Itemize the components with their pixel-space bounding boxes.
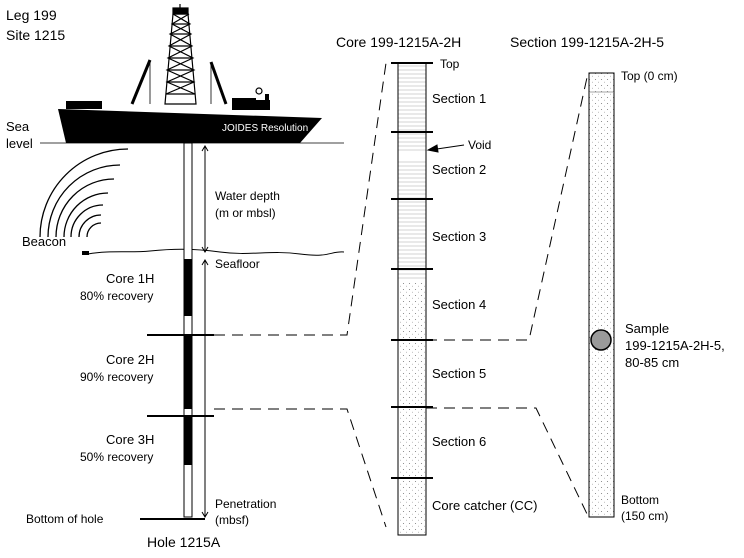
acoustic-signal — [39, 148, 129, 238]
core-3h-label: Core 3H — [106, 432, 154, 447]
water-depth-arrow — [201, 145, 209, 253]
drill-ship: JOIDES Resolution — [58, 4, 322, 143]
core-2h-recovered — [184, 335, 192, 409]
leg-label: Leg 199 — [6, 7, 57, 23]
seafloor-line — [87, 248, 345, 256]
section-1-label: Section 1 — [432, 91, 486, 106]
seafloor-label: Seafloor — [215, 257, 260, 271]
section-bottom-depth: (150 cm) — [621, 509, 668, 523]
core-column — [391, 62, 433, 536]
section-2-label: Section 2 — [432, 162, 486, 177]
section-top-label: Top (0 cm) — [621, 69, 678, 83]
penetration-arrow — [201, 259, 209, 518]
core-2h-label: Core 2H — [106, 352, 154, 367]
section-6-label: Section 6 — [432, 434, 486, 449]
water-depth-units: (m or mbsl) — [215, 206, 276, 220]
sample-id: 199-1215A-2H-5, — [625, 338, 725, 353]
core-1h-recovery: 80% recovery — [80, 289, 153, 303]
water-depth-label: Water depth — [215, 189, 280, 203]
core-1h-label: Core 1H — [106, 271, 154, 286]
section-5-label: Section 5 — [432, 366, 486, 381]
sea-level-label-2: level — [6, 136, 33, 151]
section-bottom-label: Bottom — [621, 493, 659, 507]
zoom-connectors — [214, 62, 589, 528]
bottom-of-hole-label: Bottom of hole — [26, 512, 104, 526]
core-top-label: Top — [440, 57, 460, 71]
section-3-label: Section 3 — [432, 229, 486, 244]
sample-marker — [590, 329, 612, 351]
derrick — [164, 4, 197, 105]
core-2h-recovery: 90% recovery — [80, 370, 153, 384]
drill-hole — [183, 142, 193, 518]
void-label: Void — [468, 138, 491, 152]
sea-level-label: Sea — [6, 119, 30, 134]
sample-interval: 80-85 cm — [625, 355, 679, 370]
core-catcher-label: Core catcher (CC) — [432, 498, 537, 513]
hole-label: Hole 1215A — [147, 534, 221, 550]
site-label: Site 1215 — [6, 27, 65, 43]
sample-label: Sample — [625, 321, 669, 336]
ship-name: JOIDES Resolution — [222, 123, 308, 134]
core-1h-recovered — [184, 259, 192, 316]
section-column — [588, 72, 615, 518]
core-3h-recovery: 50% recovery — [80, 450, 153, 464]
penetration-label: Penetration — [215, 497, 276, 511]
beacon-label: Beacon — [22, 234, 66, 249]
core-panel-title: Core 199-1215A-2H — [336, 34, 461, 50]
penetration-units: (mbsf) — [215, 513, 249, 527]
section-4-label: Section 4 — [432, 297, 486, 312]
section-panel-title: Section 199-1215A-2H-5 — [510, 34, 664, 50]
void-arrow — [426, 144, 465, 153]
core-3h-recovered — [184, 416, 192, 465]
beacon-icon — [82, 251, 89, 255]
